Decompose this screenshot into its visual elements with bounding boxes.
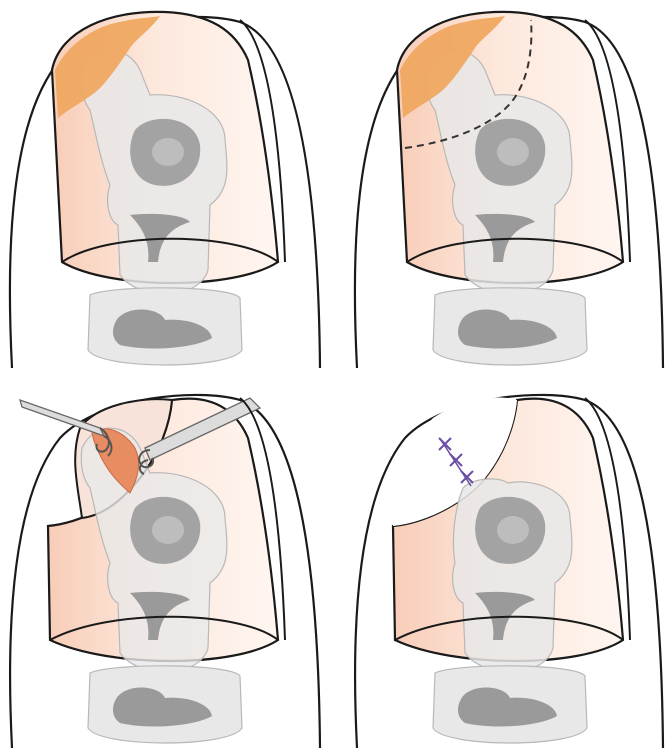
- panel-flap-retraction: [0, 378, 333, 755]
- panel-suture-drawing: [333, 378, 666, 755]
- panel-retraction-drawing: [0, 378, 333, 755]
- panel-lesion: [0, 0, 333, 377]
- bone-marrow-center: [152, 516, 184, 544]
- bone-marrow-center: [497, 516, 529, 544]
- panel-flap-sutured: [333, 378, 666, 755]
- bone-marrow-center: [497, 138, 529, 166]
- panel-lesion-drawing: [0, 0, 333, 377]
- panel-incision-line: [333, 0, 666, 377]
- bone-marrow-center: [152, 138, 184, 166]
- panel-incision-drawing: [333, 0, 666, 377]
